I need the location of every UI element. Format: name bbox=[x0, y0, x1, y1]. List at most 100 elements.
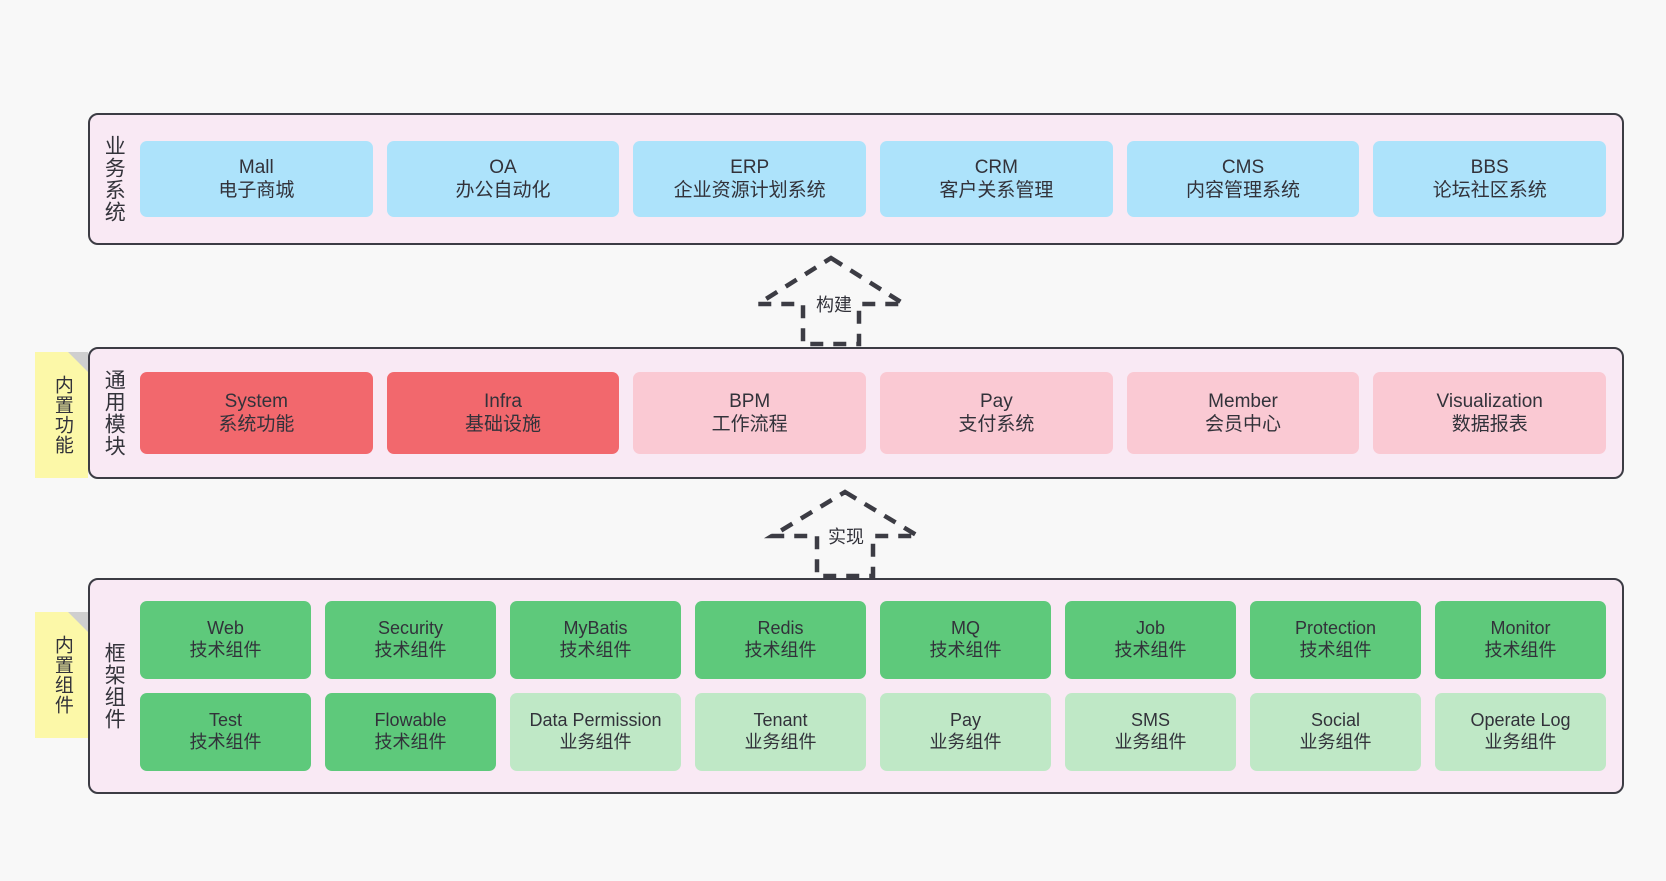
node-pay-module-cn: 支付系统 bbox=[958, 414, 1035, 435]
layer-business-nodes: Mall 电子商城 OA 办公自动化 ERP 企业资源计划系统 CRM 客户关系… bbox=[136, 115, 1622, 243]
node-visualization-en: Visualization bbox=[1436, 390, 1543, 412]
node-data-permission-en: Data Permission bbox=[529, 710, 662, 731]
node-job-cn: 技术组件 bbox=[1114, 640, 1187, 660]
node-oa[interactable]: OA 办公自动化 bbox=[386, 141, 620, 217]
node-oa-en: OA bbox=[489, 156, 517, 178]
node-tenant[interactable]: Tenant 业务组件 bbox=[695, 693, 866, 771]
note-builtin-components-label: 内置组件 bbox=[51, 635, 73, 715]
node-system-en: System bbox=[224, 390, 289, 412]
node-protection-en: Protection bbox=[1294, 618, 1377, 639]
node-pay-component-cn: 业务组件 bbox=[929, 732, 1002, 752]
node-job[interactable]: Job 技术组件 bbox=[1065, 601, 1236, 679]
node-sms-en: SMS bbox=[1130, 710, 1170, 731]
node-erp[interactable]: ERP 企业资源计划系统 bbox=[633, 141, 867, 217]
node-crm-cn: 客户关系管理 bbox=[939, 180, 1054, 201]
node-member[interactable]: Member 会员中心 bbox=[1126, 372, 1360, 454]
layer-framework-nodes: Web 技术组件 Security 技术组件 MyBatis 技术组件 Redi… bbox=[136, 580, 1622, 792]
node-bpm-cn: 工作流程 bbox=[711, 414, 788, 435]
node-security[interactable]: Security 技术组件 bbox=[325, 601, 496, 679]
node-member-cn: 会员中心 bbox=[1205, 414, 1282, 435]
node-test[interactable]: Test 技术组件 bbox=[140, 693, 311, 771]
node-mq-cn: 技术组件 bbox=[929, 640, 1002, 660]
node-visualization-cn: 数据报表 bbox=[1451, 414, 1528, 435]
node-redis[interactable]: Redis 技术组件 bbox=[695, 601, 866, 679]
node-monitor-cn: 技术组件 bbox=[1484, 640, 1557, 660]
node-infra[interactable]: Infra 基础设施 bbox=[386, 372, 620, 454]
layer-module-nodes: System 系统功能 Infra 基础设施 BPM 工作流程 Pay 支付系统… bbox=[136, 349, 1622, 477]
node-test-cn: 技术组件 bbox=[189, 732, 262, 752]
node-web-cn: 技术组件 bbox=[189, 640, 262, 660]
connector-build-label: 构建 bbox=[816, 295, 852, 315]
layer-module-title: 通用模块 bbox=[102, 369, 126, 457]
node-job-en: Job bbox=[1135, 618, 1166, 639]
node-test-en: Test bbox=[208, 710, 242, 731]
node-monitor[interactable]: Monitor 技术组件 bbox=[1435, 601, 1606, 679]
node-bpm[interactable]: BPM 工作流程 bbox=[633, 372, 867, 454]
node-tenant-cn: 业务组件 bbox=[744, 732, 817, 752]
node-web[interactable]: Web 技术组件 bbox=[140, 601, 311, 679]
node-oa-cn: 办公自动化 bbox=[455, 180, 551, 201]
node-bbs-cn: 论坛社区系统 bbox=[1432, 180, 1547, 201]
layer-business-systems: 业务系统 Mall 电子商城 OA 办公自动化 ERP 企业资源计划系统 CRM… bbox=[88, 113, 1624, 245]
node-flowable[interactable]: Flowable 技术组件 bbox=[325, 693, 496, 771]
node-protection[interactable]: Protection 技术组件 bbox=[1250, 601, 1421, 679]
node-monitor-en: Monitor bbox=[1490, 618, 1551, 639]
node-tenant-en: Tenant bbox=[753, 710, 808, 731]
node-system-cn: 系统功能 bbox=[218, 414, 295, 435]
layer-common-modules: 通用模块 System 系统功能 Infra 基础设施 BPM 工作流程 Pay… bbox=[88, 347, 1624, 479]
node-crm-en: CRM bbox=[974, 156, 1018, 178]
connector-implement-label: 实现 bbox=[828, 527, 864, 547]
note-builtin-features-label: 内置功能 bbox=[51, 375, 73, 455]
node-pay-module-en: Pay bbox=[979, 390, 1013, 412]
note-builtin-components: 内置组件 bbox=[35, 612, 88, 738]
node-mall[interactable]: Mall 电子商城 bbox=[140, 141, 373, 217]
node-bpm-en: BPM bbox=[729, 390, 771, 412]
node-sms-cn: 业务组件 bbox=[1114, 732, 1187, 752]
note-builtin-features: 内置功能 bbox=[35, 352, 88, 478]
note-fold-icon bbox=[68, 352, 88, 372]
node-system[interactable]: System 系统功能 bbox=[140, 372, 373, 454]
node-security-en: Security bbox=[377, 618, 444, 639]
node-erp-en: ERP bbox=[730, 156, 770, 178]
node-data-permission-cn: 业务组件 bbox=[559, 732, 632, 752]
build-generalization-arrow-shape bbox=[750, 255, 912, 347]
node-mall-en: Mall bbox=[238, 156, 274, 178]
node-sms[interactable]: SMS 业务组件 bbox=[1065, 693, 1236, 771]
layer-framework-components: 框架组件 Web 技术组件 Security 技术组件 MyBatis 技术组件… bbox=[88, 578, 1624, 794]
node-mq[interactable]: MQ 技术组件 bbox=[880, 601, 1051, 679]
node-flowable-cn: 技术组件 bbox=[374, 732, 447, 752]
node-bbs[interactable]: BBS 论坛社区系统 bbox=[1373, 141, 1607, 217]
node-protection-cn: 技术组件 bbox=[1299, 640, 1372, 660]
layer-business-title: 业务系统 bbox=[102, 135, 126, 223]
node-mybatis-cn: 技术组件 bbox=[559, 640, 632, 660]
node-flowable-en: Flowable bbox=[374, 710, 447, 731]
node-cms-cn: 内容管理系统 bbox=[1186, 180, 1301, 201]
node-crm[interactable]: CRM 客户关系管理 bbox=[880, 141, 1113, 217]
node-infra-en: Infra bbox=[483, 390, 523, 412]
node-mall-cn: 电子商城 bbox=[218, 180, 295, 201]
framework-row-business: Test 技术组件 Flowable 技术组件 Data Permission … bbox=[140, 693, 1606, 771]
node-mq-en: MQ bbox=[951, 618, 980, 639]
implement-generalization-arrow-shape bbox=[763, 489, 927, 579]
node-cms[interactable]: CMS 内容管理系统 bbox=[1126, 141, 1360, 217]
node-operate-log[interactable]: Operate Log 业务组件 bbox=[1435, 693, 1606, 771]
node-redis-en: Redis bbox=[757, 618, 804, 639]
connector-implement: 实现 bbox=[763, 489, 927, 579]
node-web-en: Web bbox=[207, 618, 244, 639]
node-erp-cn: 企业资源计划系统 bbox=[673, 180, 826, 201]
node-social-en: Social bbox=[1310, 710, 1361, 731]
node-data-permission[interactable]: Data Permission 业务组件 bbox=[510, 693, 681, 771]
node-bbs-en: BBS bbox=[1470, 156, 1509, 178]
node-member-en: Member bbox=[1208, 390, 1278, 412]
node-infra-cn: 基础设施 bbox=[465, 414, 542, 435]
note-fold-icon bbox=[68, 612, 88, 632]
node-visualization[interactable]: Visualization 数据报表 bbox=[1373, 372, 1607, 454]
node-pay-module[interactable]: Pay 支付系统 bbox=[880, 372, 1113, 454]
node-pay-component[interactable]: Pay 业务组件 bbox=[880, 693, 1051, 771]
node-mybatis-en: MyBatis bbox=[563, 618, 628, 639]
node-social[interactable]: Social 业务组件 bbox=[1250, 693, 1421, 771]
node-mybatis[interactable]: MyBatis 技术组件 bbox=[510, 601, 681, 679]
node-cms-en: CMS bbox=[1221, 156, 1265, 178]
node-social-cn: 业务组件 bbox=[1299, 732, 1372, 752]
